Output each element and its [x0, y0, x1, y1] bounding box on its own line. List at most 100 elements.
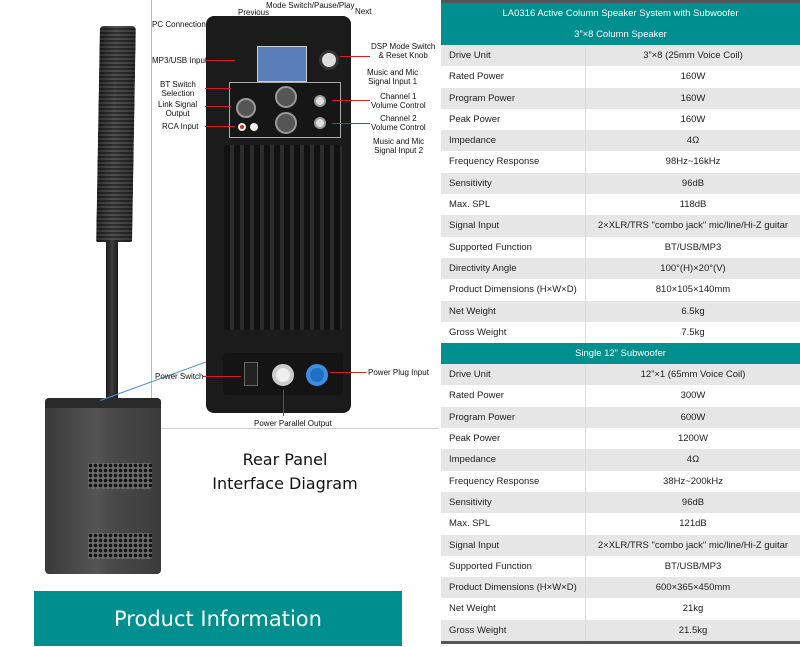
callout-music2-line2: Signal Input 2	[374, 146, 424, 155]
spec-label: Rated Power	[441, 66, 586, 88]
combo-jack-2-icon	[275, 112, 297, 134]
spec-label: Rated Power	[441, 385, 586, 407]
table-row: Net Weight 6.5kg	[441, 300, 800, 322]
table-row: Supported Function BT/USB/MP3	[441, 236, 800, 258]
product-image-panel: PC Connection Previous Mode Switch/Pause…	[34, 0, 439, 646]
product-information-banner: Product Information	[34, 591, 402, 646]
callout-arrow	[332, 100, 370, 101]
divider	[151, 0, 152, 428]
spec-label: Program Power	[441, 87, 586, 109]
spec-value: 38Hz~200kHz	[663, 475, 723, 487]
callout-rca: RCA Input	[162, 122, 199, 131]
spec-value: 118dB	[679, 199, 707, 211]
callout-pc-connection: PC Connection	[152, 20, 206, 29]
spec-value: 600×365×450mm	[655, 582, 731, 594]
subwoofer-handle-grille	[88, 463, 152, 489]
spec-value: 160W	[680, 92, 706, 104]
speaker-pole-image	[106, 240, 118, 410]
table-row: Program Power 160W	[441, 87, 800, 109]
callout-link-line1: Link Signal	[158, 100, 198, 109]
table-row: Rated Power 300W	[441, 385, 800, 407]
callout-previous: Previous	[238, 8, 270, 17]
table-row: Frequency Response 38Hz~200kHz	[441, 470, 800, 492]
spec-label: Supported Function	[441, 236, 586, 258]
section-heading-subwoofer: Single 12” Subwoofer	[441, 343, 800, 365]
spec-value: 12”×1 (65mm Voice Coil)	[640, 369, 746, 381]
callout-arrow	[340, 56, 370, 57]
callout-next: Next	[355, 7, 372, 16]
spec-label: Net Weight	[441, 300, 586, 322]
spec-label: Program Power	[441, 406, 586, 429]
callout-arrow	[205, 60, 235, 61]
caption-line-2: Interface Diagram	[212, 474, 358, 493]
spec-value: BT/USB/MP3	[664, 241, 722, 253]
spec-label: Frequency Response	[441, 470, 586, 492]
spec-table: LA0316 Active Column Speaker System with…	[441, 0, 800, 647]
spec-label: Max. SPL	[441, 194, 586, 216]
callout-arrow	[330, 372, 366, 373]
table-row: Impedance 4Ω	[441, 130, 800, 152]
dsp-knob-icon	[319, 50, 339, 70]
callout-power-parallel: Power Parallel Output	[254, 419, 332, 428]
spec-value: 2×XLR/TRS "combo jack" mic/line/Hi-Z gui…	[597, 539, 789, 551]
spec-value: 160W	[680, 71, 706, 83]
spec-value: 96dB	[681, 496, 705, 508]
spec-value: 96dB	[681, 177, 705, 189]
table-row: Gross Weight 21.5kg	[441, 619, 800, 642]
spec-label: Product Dimensions (H×W×D)	[441, 577, 586, 599]
caption-line-1: Rear Panel	[242, 450, 328, 469]
xlr-output-icon	[236, 98, 256, 118]
spec-label: Signal Input	[441, 215, 586, 237]
callout-link-line2: Output	[165, 109, 190, 118]
divider	[151, 428, 439, 429]
callout-music1-line2: Signal Input 1	[368, 77, 418, 86]
callout-dsp-line1: DSP Mode Switch	[371, 42, 436, 51]
spec-value: 6.5kg	[681, 305, 705, 317]
table-row: Max. SPL 118dB	[441, 194, 800, 216]
callout-arrow	[205, 88, 231, 89]
spec-value: 300W	[680, 390, 706, 402]
spec-label: Sensitivity	[441, 172, 586, 195]
spec-label: Gross Weight	[441, 619, 586, 642]
table-row: Rated Power 160W	[441, 66, 800, 88]
spec-value: 121dB	[679, 518, 707, 530]
callout-ch1-line2: Volume Control	[371, 101, 426, 110]
callout-arrow	[332, 123, 370, 124]
spec-value: 4Ω	[686, 135, 700, 147]
callout-bt-line1: BT Switch	[160, 80, 196, 89]
table-row: Sensitivity 96dB	[441, 172, 800, 195]
spec-label: Gross Weight	[441, 321, 586, 344]
rca-red-icon	[238, 123, 246, 131]
spec-value: 21.5kg	[678, 624, 708, 636]
powercon-output-icon	[272, 364, 294, 386]
callout-dsp-line2: & Reset Knob	[378, 51, 428, 60]
callout-ch2-line1: Channel 2	[380, 114, 417, 123]
spec-label: Peak Power	[441, 428, 586, 450]
spec-value: 2×XLR/TRS "combo jack" mic/line/Hi-Z gui…	[597, 220, 789, 232]
spec-value: 7.5kg	[681, 326, 705, 338]
spec-label: Drive Unit	[441, 45, 586, 67]
spec-label: Impedance	[441, 130, 586, 152]
ch1-volume-knob-icon	[314, 95, 326, 107]
spec-label: Drive Unit	[441, 364, 586, 386]
section-subwoofer-rows: Drive Unit 12”×1 (65mm Voice Coil) Rated P…	[441, 364, 800, 642]
spec-value: 600W	[680, 411, 706, 423]
callout-music2-line1: Music and Mic	[373, 137, 425, 146]
callout-power-plug: Power Plug Input	[368, 368, 429, 377]
diagram-caption: Rear Panel Interface Diagram	[190, 448, 380, 496]
spec-label: Sensitivity	[441, 491, 586, 514]
lcd-display	[257, 46, 307, 82]
spec-label: Frequency Response	[441, 151, 586, 173]
table-row: Product Dimensions (H×W×D) 600×365×450mm	[441, 577, 800, 599]
spec-value: 160W	[680, 113, 706, 125]
